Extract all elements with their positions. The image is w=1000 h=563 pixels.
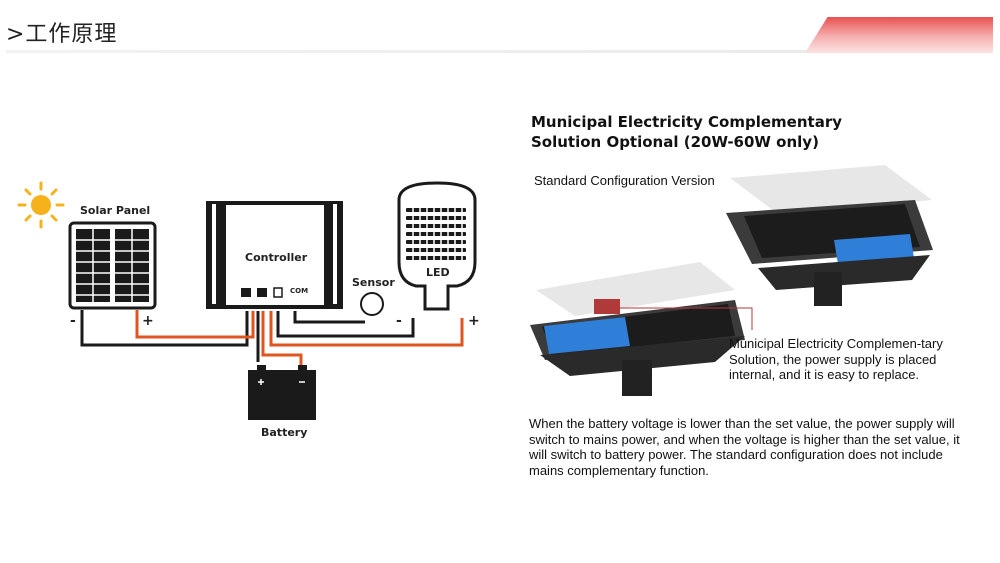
solar-panel bbox=[68, 221, 157, 310]
battery bbox=[248, 365, 316, 420]
battery-switch-paragraph: When the battery voltage is lower than t… bbox=[529, 416, 960, 478]
sensor-label: Sensor bbox=[352, 276, 395, 289]
controller-box bbox=[206, 201, 343, 309]
battery-label: Battery bbox=[261, 426, 308, 439]
sensor-icon bbox=[360, 292, 384, 316]
led-plus-sign: + bbox=[468, 313, 480, 329]
solar-panel-label: Solar Panel bbox=[80, 204, 151, 217]
led-lamp bbox=[397, 181, 477, 311]
mains-solution-description: Municipal Electricity Complemen-tary Sol… bbox=[729, 336, 943, 382]
standard-version-label: Standard Configuration Version bbox=[534, 173, 715, 188]
controller-label: Controller bbox=[245, 251, 308, 264]
header-divider bbox=[6, 50, 991, 53]
led-minus-sign: - bbox=[396, 313, 402, 329]
solar-plus-sign: + bbox=[142, 313, 154, 329]
page-header: >工作原理 bbox=[0, 0, 1000, 60]
product-illustration-back bbox=[726, 165, 933, 306]
solar-minus-sign: - bbox=[70, 313, 76, 329]
product-illustration-front bbox=[530, 262, 753, 396]
solution-title: Municipal Electricity Complementary Solu… bbox=[531, 113, 842, 151]
wires bbox=[80, 310, 464, 365]
sun-icon bbox=[17, 181, 65, 229]
led-label: LED bbox=[426, 266, 450, 279]
header-ribbon bbox=[805, 17, 993, 53]
page-title: >工作原理 bbox=[6, 22, 118, 47]
com-label: COM bbox=[290, 287, 309, 295]
